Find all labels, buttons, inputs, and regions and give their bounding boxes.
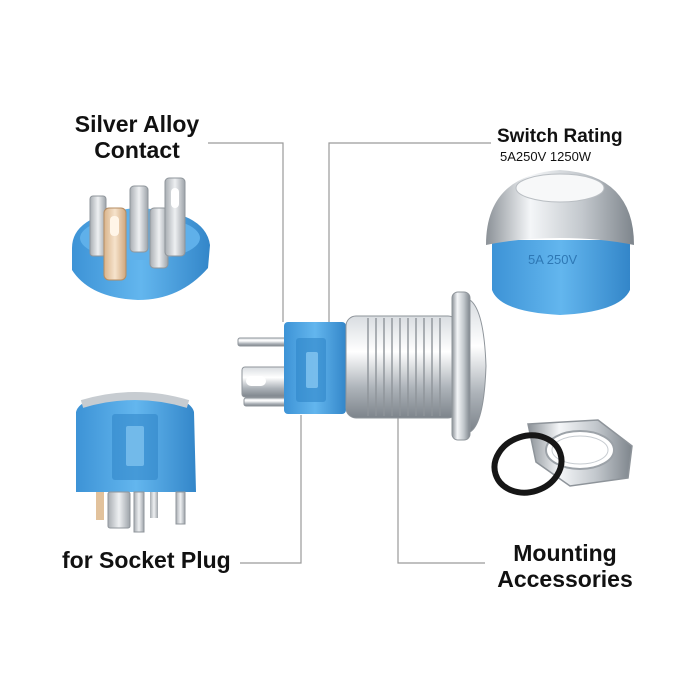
silver-contact-detail bbox=[72, 177, 210, 300]
switch-rating-detail: 5A 250V bbox=[486, 170, 634, 315]
mounting-line1: Mounting bbox=[513, 540, 617, 566]
rating-marking: 5A 250V bbox=[528, 252, 577, 267]
mounting-accessories-label: Mounting Accessories bbox=[492, 540, 638, 593]
switch-rating-callout bbox=[328, 142, 491, 322]
socket-plug-detail bbox=[76, 392, 196, 533]
silver-contact-callout bbox=[208, 142, 284, 322]
main-switch bbox=[237, 291, 487, 441]
switch-rating-title: Switch Rating bbox=[497, 126, 623, 147]
thread-ridges bbox=[367, 318, 441, 416]
silver-alloy-line1: Silver Alloy bbox=[74, 111, 200, 137]
socket-plug-label: for Socket Plug bbox=[62, 547, 231, 573]
silver-alloy-line2: Contact bbox=[94, 136, 180, 163]
mounting-accessories bbox=[491, 419, 633, 496]
switch-rating-value: 5A250V 1250W bbox=[500, 149, 592, 164]
mounting-callout bbox=[397, 415, 485, 564]
callout-lines bbox=[208, 142, 491, 564]
socket-plug-callout bbox=[240, 415, 302, 564]
mounting-line2: Accessories bbox=[497, 565, 633, 592]
silver-alloy-contact-label: Silver Alloy Contact bbox=[66, 111, 208, 164]
